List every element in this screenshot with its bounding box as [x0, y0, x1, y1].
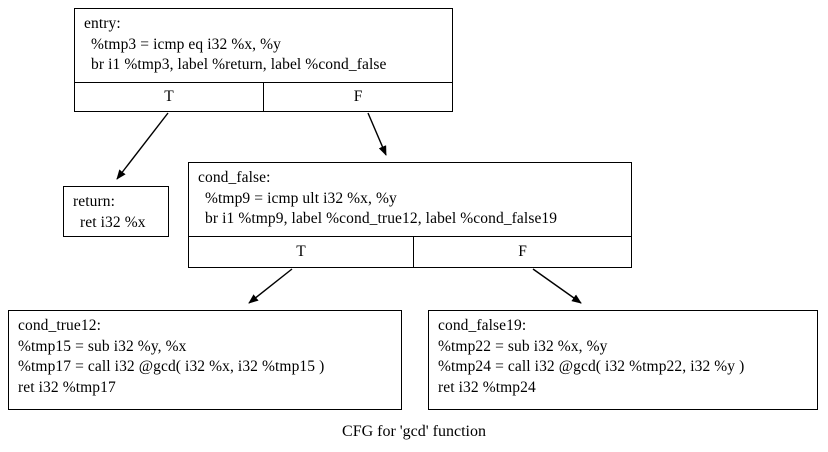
node-cond-false19-instruction-0: %tmp22 = sub i32 %x, %y: [438, 337, 608, 355]
node-cond-false[interactable]: cond_false: %tmp9 = icmp ult i32 %x, %y …: [188, 162, 632, 268]
node-cond-false19-body: cond_false19: %tmp22 = sub i32 %x, %y %t…: [429, 311, 817, 404]
node-cond-false19-instruction-2: ret i32 %tmp24: [438, 378, 536, 396]
node-cond-false-label: cond_false:: [198, 169, 271, 186]
node-cond-false-port-false[interactable]: F: [413, 236, 631, 267]
node-entry-instruction-1: br i1 %tmp3, label %return, label %cond_…: [91, 56, 387, 74]
node-cond-true12-instruction-2: ret i32 %tmp17: [18, 378, 116, 396]
node-entry[interactable]: entry: %tmp3 = icmp eq i32 %x, %y br i1 …: [74, 8, 453, 112]
node-cond-false-ports: T F: [189, 235, 631, 267]
edge-cond-false-true-to-cond-true12: [248, 268, 293, 304]
node-entry-label: entry:: [84, 15, 121, 32]
node-return-label: return:: [73, 193, 116, 210]
node-cond-false-body: cond_false: %tmp9 = icmp ult i32 %x, %y …: [189, 163, 631, 236]
edge-entry-true-to-return: [116, 112, 169, 180]
node-cond-true12-body: cond_true12: %tmp15 = sub i32 %y, %x %tm…: [9, 311, 401, 404]
node-cond-true12[interactable]: cond_true12: %tmp15 = sub i32 %y, %x %tm…: [8, 310, 402, 410]
graph-caption: CFG for 'gcd' function: [342, 423, 486, 440]
node-cond-false19-label: cond_false19:: [438, 317, 527, 334]
node-return-body: return: ret i32 %x: [64, 187, 168, 239]
node-cond-true12-label: cond_true12:: [18, 317, 101, 334]
node-entry-ports: T F: [75, 81, 452, 111]
edge-cond-false-false-to-cond-false19: [532, 268, 582, 304]
node-cond-false-port-true[interactable]: T: [296, 242, 306, 260]
node-entry-instruction-0: %tmp3 = icmp eq i32 %x, %y: [91, 35, 281, 53]
node-entry-body: entry: %tmp3 = icmp eq i32 %x, %y br i1 …: [75, 9, 452, 82]
node-return[interactable]: return: ret i32 %x: [63, 186, 169, 237]
node-cond-false-instruction-0: %tmp9 = icmp ult i32 %x, %y: [205, 189, 397, 207]
node-cond-false19-instruction-1: %tmp24 = call i32 @gcd( i32 %tmp22, i32 …: [438, 358, 745, 376]
node-cond-true12-instruction-0: %tmp15 = sub i32 %y, %x: [18, 337, 187, 355]
node-entry-port-false[interactable]: F: [263, 82, 452, 111]
node-cond-true12-instruction-1: %tmp17 = call i32 @gcd( i32 %x, i32 %tmp…: [18, 358, 325, 376]
node-entry-port-true[interactable]: T: [164, 87, 174, 105]
edge-entry-false-to-cond-false: [367, 112, 387, 156]
node-return-instruction-0: ret i32 %x: [80, 213, 146, 231]
node-cond-false19[interactable]: cond_false19: %tmp22 = sub i32 %x, %y %t…: [428, 310, 818, 410]
node-cond-false-instruction-1: br i1 %tmp9, label %cond_true12, label %…: [205, 210, 558, 228]
